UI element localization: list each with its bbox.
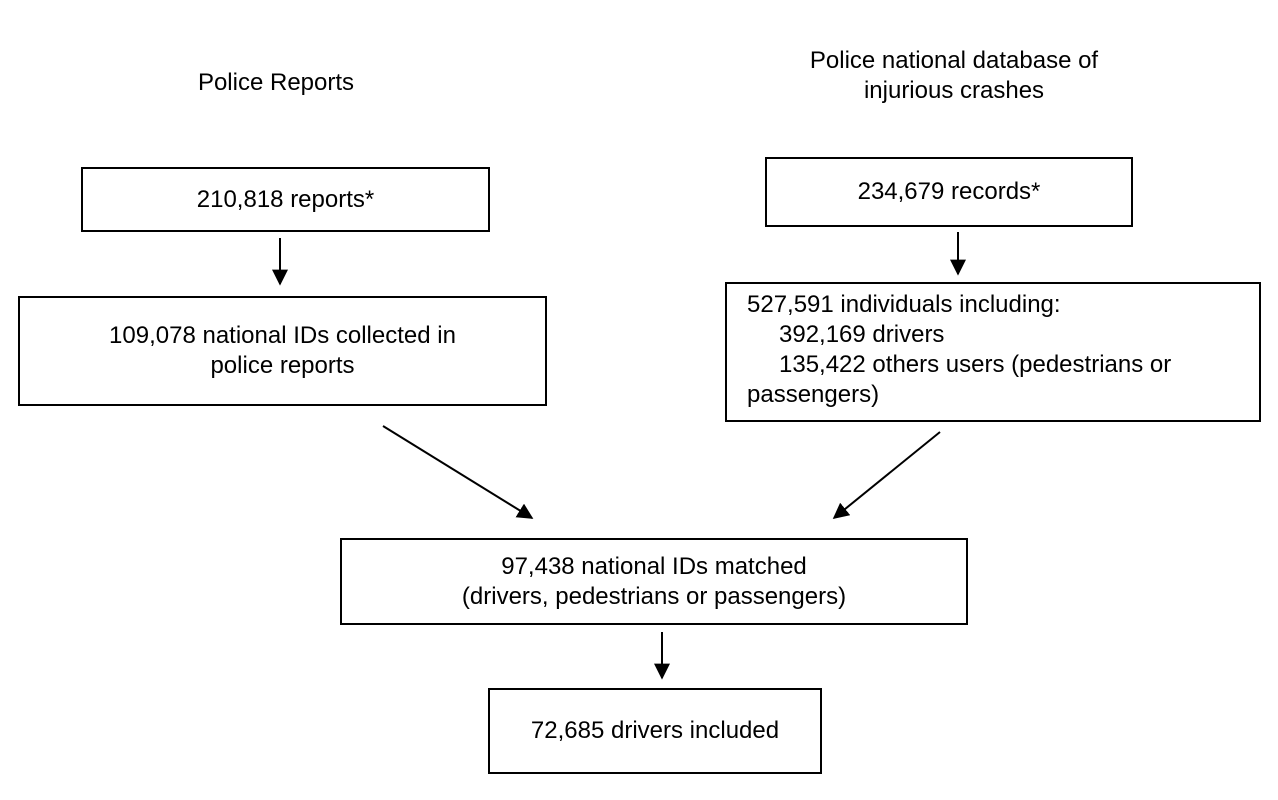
heading-police-reports: Police Reports	[150, 68, 402, 98]
heading-police-database: Police national database of injurious cr…	[720, 46, 1188, 106]
individuals-box: 527,591 individuals including: 392,169 d…	[725, 282, 1261, 422]
arrow-ids-to-matched	[382, 425, 534, 519]
matched-line2: (drivers, pedestrians or passengers)	[461, 582, 847, 610]
ids-collected-line2: police reports	[210, 352, 355, 379]
reports-box: 210,818 reports*	[81, 167, 490, 232]
heading-police-reports-text: Police Reports	[197, 69, 355, 96]
heading-police-database-line1: Police national database of	[809, 47, 1099, 74]
included-box-text: 72,685 drivers included	[530, 717, 780, 744]
matched-line1: 97,438 national IDs matched	[501, 552, 807, 580]
ids-collected-box: 109,078 national IDs collected in police…	[18, 296, 547, 406]
ids-collected-line1: 109,078 national IDs collected in	[109, 322, 456, 349]
records-box-text: 234,679 records*	[857, 178, 1041, 205]
arrow-individuals-to-matched	[832, 431, 941, 520]
matched-box: 97,438 national IDs matched (drivers, pe…	[340, 538, 968, 625]
reports-box-text: 210,818 reports*	[196, 185, 375, 213]
heading-police-database-line2: injurious crashes	[863, 77, 1045, 104]
individuals-line4: passengers)	[747, 381, 880, 408]
records-box: 234,679 records*	[765, 157, 1133, 227]
individuals-line2: 392,169 drivers	[779, 321, 945, 348]
included-box: 72,685 drivers included	[488, 688, 822, 774]
individuals-line1: 527,591 individuals including:	[747, 291, 1061, 318]
individuals-line3: 135,422 others users (pedestrians or	[779, 351, 1172, 378]
